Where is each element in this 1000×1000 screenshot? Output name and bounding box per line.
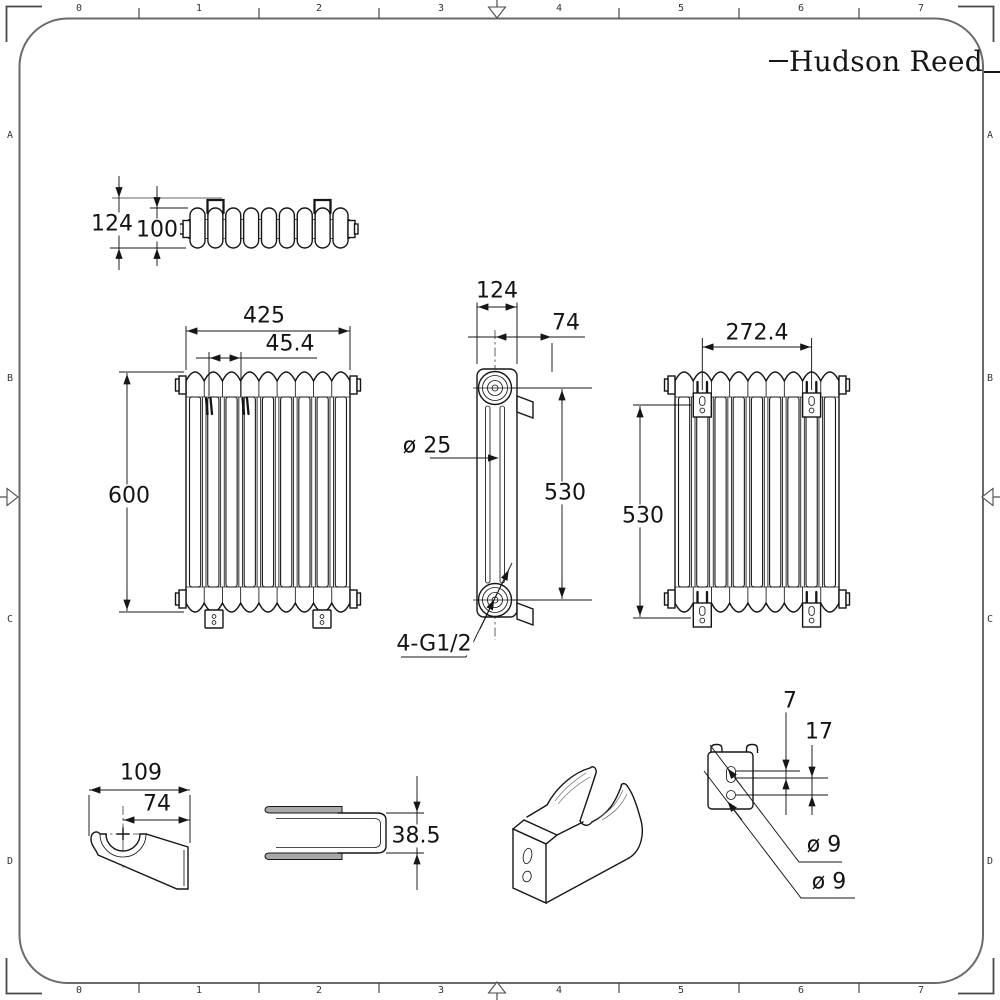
dim-side-depth: 124 xyxy=(474,278,520,304)
bracket-side-profile-drawing xyxy=(88,786,191,890)
ruler-bottom-3: 3 xyxy=(437,985,445,996)
rear-view-sections xyxy=(677,381,837,603)
dim-bracket-hole-spacing: 17 xyxy=(803,719,835,745)
ruler-top-2: 2 xyxy=(315,3,323,14)
dim-side-column-diameter: ø 25 xyxy=(400,433,454,459)
ruler-top-4: 4 xyxy=(555,3,563,14)
front-view-sections xyxy=(188,381,348,603)
ruler-top-7: 7 xyxy=(917,3,925,14)
ruler-top-3: 3 xyxy=(437,3,445,14)
radiator-front-view-drawing xyxy=(119,326,362,629)
ruler-bottom-4: 4 xyxy=(555,985,563,996)
ruler-bottom-2: 2 xyxy=(315,985,323,996)
ruler-top-1: 1 xyxy=(195,3,203,14)
radiator-top-view-drawing xyxy=(110,176,359,270)
dim-front-width: 425 xyxy=(241,303,287,329)
ruler-bottom-7: 7 xyxy=(917,985,925,996)
dim-top-depth-overall: 124 xyxy=(89,211,135,237)
label-side-connections: 4-G1/2 xyxy=(394,631,474,657)
dim-side-connection-spacing: 530 xyxy=(542,480,588,506)
row-left-a: A xyxy=(6,130,14,141)
brand-name: Hudson Reed xyxy=(789,44,983,78)
ruler-bottom-5: 5 xyxy=(677,985,685,996)
dim-bracket-channel-width: 38.5 xyxy=(389,823,443,849)
ruler-bottom-1: 1 xyxy=(195,985,203,996)
ruler-bottom-0: 0 xyxy=(75,985,83,996)
ruler-top-0: 0 xyxy=(75,3,83,14)
row-left-c: C xyxy=(6,614,14,625)
bracket-front-view-drawing xyxy=(703,712,855,899)
row-right-c: C xyxy=(986,614,994,625)
ruler-top-5: 5 xyxy=(677,3,685,14)
dim-bracket-length: 109 xyxy=(118,760,164,786)
radiator-rear-view-drawing xyxy=(633,338,851,628)
dim-rear-bracket-spacing: 272.4 xyxy=(723,320,791,346)
ruler-top-6: 6 xyxy=(797,3,805,14)
radiator-side-view-drawing xyxy=(401,301,592,658)
dim-bracket-slot-travel: 7 xyxy=(781,688,799,714)
brand-dash xyxy=(769,60,788,62)
dim-rear-bracket-height: 530 xyxy=(620,503,666,529)
dim-bracket-cradle-offset: 74 xyxy=(141,791,173,817)
row-left-d: D xyxy=(6,856,14,867)
top-view-ovals xyxy=(189,207,349,249)
row-right-d: D xyxy=(986,856,994,867)
row-right-b: B xyxy=(986,373,994,384)
dim-top-depth-core: 100 xyxy=(134,217,180,243)
front-view-feet xyxy=(204,609,332,629)
row-left-b: B xyxy=(6,373,14,384)
ruler-ticks xyxy=(138,8,860,993)
dim-bracket-hole-diameter: ø 9 xyxy=(809,869,849,895)
row-right-a: A xyxy=(986,130,994,141)
dim-front-height: 600 xyxy=(106,483,152,509)
brand-logo: Hudson Reed xyxy=(769,44,1000,78)
brand-underscore xyxy=(983,71,1000,73)
bracket-3d-view-drawing xyxy=(511,766,643,905)
dim-front-section-pitch: 45.4 xyxy=(263,331,317,357)
ruler-bottom-6: 6 xyxy=(797,985,805,996)
dim-bracket-slot-diameter: ø 9 xyxy=(804,832,844,858)
dim-side-wall-offset: 74 xyxy=(550,310,582,336)
rear-view-wall-brackets xyxy=(692,380,822,628)
